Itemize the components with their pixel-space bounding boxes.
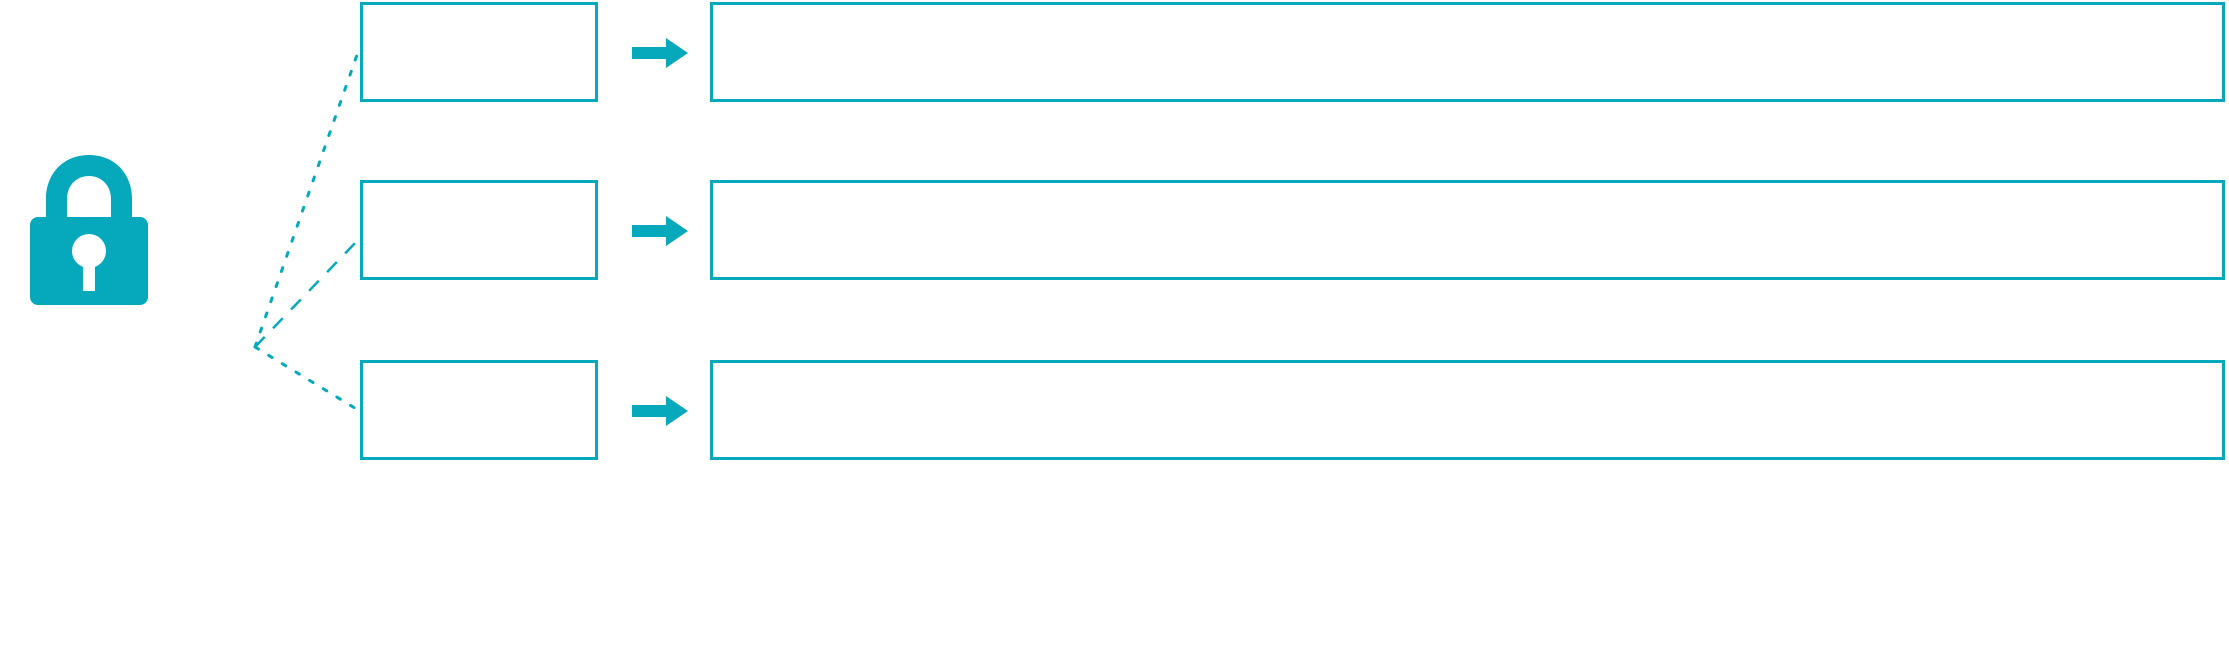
stage-box-3-label [363, 363, 595, 383]
detail-box-1[interactable] [710, 2, 2225, 102]
lock-icon [28, 155, 150, 305]
arrow-right-shape [632, 396, 688, 426]
lock-keyhole-circle [72, 234, 106, 268]
arrow-right-icon-3-svg [632, 396, 688, 426]
detail-box-2[interactable] [710, 180, 2225, 280]
arrow-right-icon-1 [632, 38, 688, 68]
lock-shackle [46, 155, 132, 217]
arrow-right-icon-3 [632, 396, 688, 426]
lock-icon-svg [30, 155, 148, 305]
detail-box-3[interactable] [710, 360, 2225, 460]
stage-box-3[interactable] [360, 360, 598, 460]
arrow-right-icon-2-svg [632, 216, 688, 246]
detail-box-3-label [713, 363, 2222, 383]
arrow-right-icon-1-svg [632, 38, 688, 68]
arrow-right-shape [632, 216, 688, 246]
lock-keyhole-stem [83, 255, 95, 291]
arrow-right-icon-2 [632, 216, 688, 246]
stage-box-1[interactable] [360, 2, 598, 102]
stage-box-2[interactable] [360, 180, 598, 280]
arrow-right-shape [632, 38, 688, 68]
